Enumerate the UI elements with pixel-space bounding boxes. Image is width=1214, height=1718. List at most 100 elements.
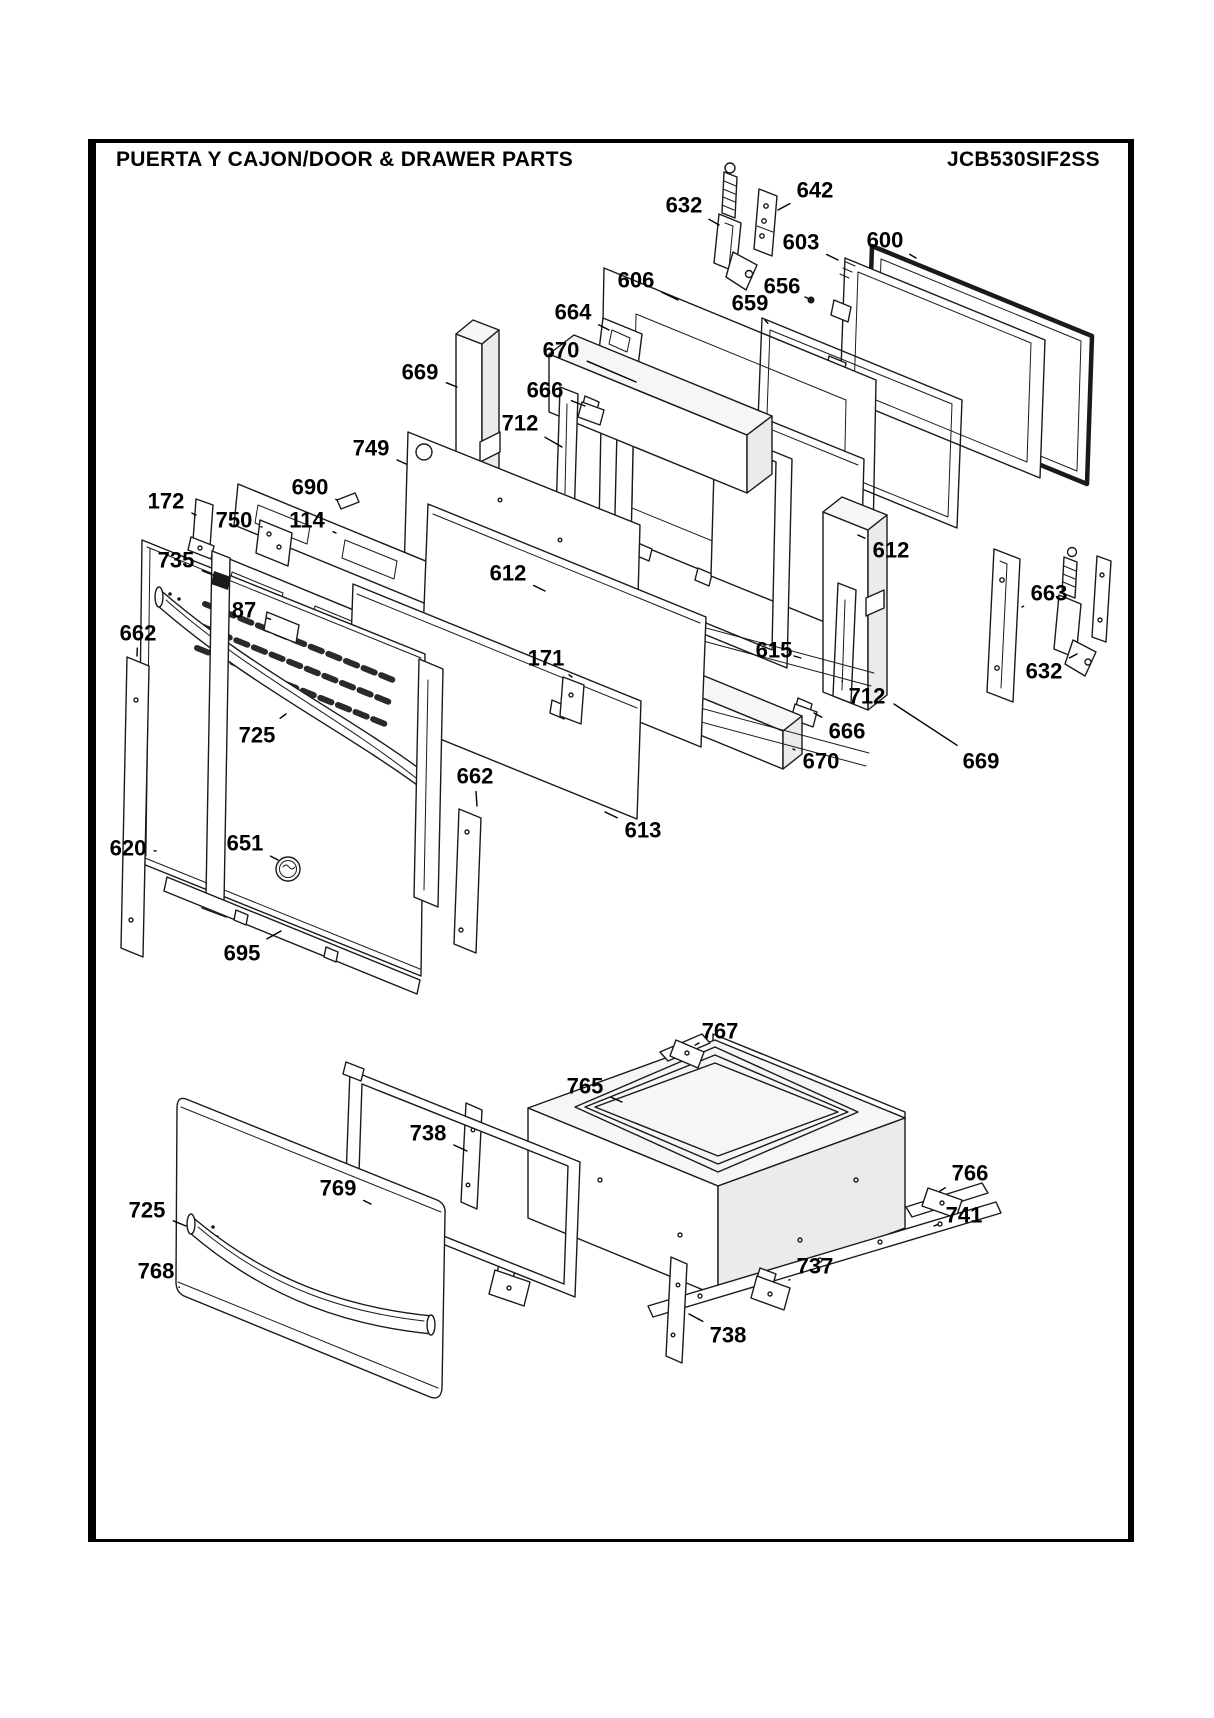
- part-label-738-a: 738: [410, 1121, 468, 1152]
- part-label-738-b: 738: [688, 1313, 747, 1348]
- leader-line-769: [363, 1199, 372, 1205]
- part-number-666-b: 666: [829, 719, 866, 744]
- leader-line-171: [568, 674, 573, 678]
- leader-line-615: [793, 655, 802, 659]
- part-number-712-b: 712: [849, 684, 886, 709]
- part-label-651: 651: [227, 831, 279, 861]
- leader-line-670-b: [792, 748, 796, 751]
- leader-line-725-a: [279, 713, 287, 719]
- drawer-frame-769: [342, 1061, 581, 1298]
- part-number-171: 171: [528, 646, 565, 671]
- part-number-632-a: 632: [666, 193, 703, 218]
- leader-line-612-a: [533, 584, 546, 592]
- part-label-669-b: 669: [893, 703, 999, 774]
- leader-line-741: [933, 1223, 939, 1227]
- leader-line-613: [604, 811, 618, 819]
- part-number-632-b: 632: [1026, 659, 1063, 684]
- part-number-663: 663: [1031, 581, 1068, 606]
- leader-line-767: [694, 1042, 700, 1046]
- part-number-606: 606: [618, 268, 655, 293]
- bracket-737: [750, 1267, 791, 1311]
- part-number-769: 769: [320, 1176, 357, 1201]
- diagram-border-frame: [88, 139, 1134, 1542]
- part-label-656: 656: [764, 274, 809, 299]
- side-rail-712-right: [832, 582, 857, 704]
- part-number-659: 659: [732, 291, 769, 316]
- part-number-612-a: 612: [490, 561, 527, 586]
- part-label-695: 695: [224, 930, 282, 966]
- part-label-603: 603: [783, 230, 839, 261]
- part-label-725-a: 725: [239, 713, 287, 748]
- leader-line-725-b: [172, 1220, 187, 1227]
- bracket-767: [659, 1033, 711, 1069]
- leader-line-656: [804, 296, 809, 299]
- leader-line-603: [826, 253, 839, 261]
- leader-line-606: [661, 291, 679, 301]
- model-number: JCB530SIF2SS: [946, 148, 1100, 171]
- part-number-735: 735: [158, 548, 195, 573]
- pin-690: [336, 492, 360, 510]
- part-label-613: 613: [604, 811, 662, 843]
- leader-line-632-b: [1068, 653, 1078, 659]
- part-label-172: 172: [148, 489, 197, 516]
- leader-line-659: [764, 319, 769, 324]
- part-label-615: 615: [756, 638, 802, 663]
- part-label-741: 741: [933, 1203, 982, 1228]
- part-number-766: 766: [952, 1161, 989, 1186]
- part-number-642: 642: [797, 178, 834, 203]
- part-number-114: 114: [289, 508, 325, 533]
- part-label-642: 642: [777, 178, 834, 211]
- part-label-662-a: 662: [120, 621, 156, 657]
- part-number-615: 615: [756, 638, 793, 663]
- leader-line-662-b: [475, 790, 478, 807]
- part-label-690: 690: [292, 475, 338, 501]
- part-label-612-a: 612: [490, 561, 546, 592]
- door-assembly: [120, 162, 1112, 995]
- part-label-632-b: 632: [1026, 653, 1078, 684]
- part-label-712-b: 712: [841, 680, 886, 709]
- part-label-669-a: 669: [402, 360, 458, 388]
- part-label-712-a: 712: [502, 411, 563, 448]
- part-label-171: 171: [528, 646, 573, 678]
- part-number-725-a: 725: [239, 723, 276, 748]
- drawer-front-panel-768: [175, 1097, 446, 1399]
- part-number-767: 767: [702, 1019, 739, 1044]
- part-number-603: 603: [783, 230, 820, 255]
- part-label-662-b: 662: [457, 764, 494, 807]
- clip-666-left: [577, 395, 605, 426]
- part-number-664: 664: [555, 300, 592, 325]
- slide-rail-741: [647, 1201, 1002, 1318]
- leader-line-735: [201, 570, 214, 576]
- part-number-737: 737: [797, 1254, 834, 1279]
- part-number-690: 690: [292, 475, 329, 500]
- drawer-box-765: [527, 1033, 906, 1297]
- trim-strip-662-mid: [453, 808, 482, 954]
- leader-line-87: [266, 617, 272, 620]
- part-number-87: 87: [232, 598, 256, 623]
- leader-line-766: [939, 1186, 947, 1192]
- part-number-662-b: 662: [457, 764, 494, 789]
- ge-logo-medallion-651: [275, 856, 301, 882]
- part-number-670-b: 670: [803, 749, 840, 774]
- leader-line-765: [610, 1096, 623, 1103]
- leader-line-651: [269, 855, 279, 861]
- part-label-749: 749: [353, 436, 407, 465]
- leader-line-612-b: [857, 534, 866, 539]
- part-number-613: 613: [625, 818, 662, 843]
- part-label-620: 620: [110, 836, 157, 861]
- leader-line-172: [191, 512, 197, 516]
- part-number-750: 750: [216, 508, 253, 533]
- part-number-738-b: 738: [710, 1323, 747, 1348]
- part-label-664: 664: [555, 300, 610, 331]
- part-label-663: 663: [1021, 581, 1068, 608]
- hinge-plate-right: [1091, 555, 1112, 643]
- leader-line-664: [597, 324, 610, 331]
- part-label-666-a: 666: [527, 378, 586, 407]
- door-gasket-659: [756, 317, 963, 529]
- leader-line-642: [777, 202, 791, 211]
- drawer-assembly: [175, 1033, 1002, 1399]
- part-label-666-b: 666: [813, 712, 866, 744]
- part-label-87: 87: [232, 598, 272, 623]
